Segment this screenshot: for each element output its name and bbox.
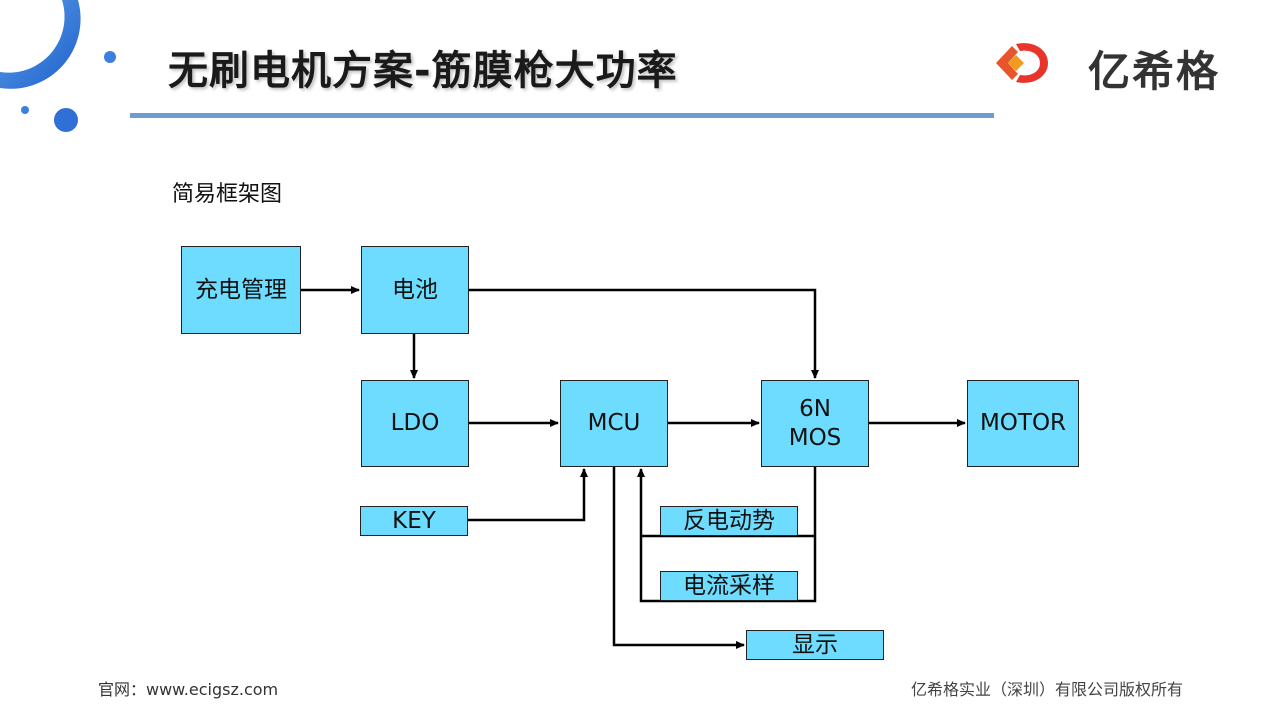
motor-label: MOTOR [979,410,1067,437]
ldo-label: LDO [390,410,440,437]
charge-management-label: 充电管理 [195,276,287,303]
display-block: 显示 [746,630,884,660]
mos-label-line2: MOS [788,424,842,451]
arrow-battery-to-mos [469,288,819,379]
battery-block: 电池 [361,246,469,334]
title-divider [130,113,994,118]
ldo-block: LDO [361,380,469,467]
display-label: 显示 [792,631,838,658]
back-emf-label: 反电动势 [683,507,775,534]
motor-block: MOTOR [967,380,1079,467]
mos-label-line1: 6N [799,395,831,422]
mos-block: 6N MOS [761,380,869,467]
current-sense-label: 电流采样 [683,572,775,599]
footer-website: 官网：www.ecigsz.com [98,680,279,699]
decorative-arc-icon [0,0,116,132]
footer-copyright: 亿希格实业（深圳）有限公司版权所有 [911,680,1184,699]
diagram-subtitle: 简易框架图 [172,182,283,207]
arrow-key-to-mcu [468,468,588,522]
brand-name: 亿希格 [1088,47,1221,96]
key-label: KEY [392,507,436,534]
key-block: KEY [360,506,468,536]
mcu-label: MCU [587,410,641,437]
current-sense-block: 电流采样 [660,571,798,601]
arrow-mcu-to-display [612,467,745,649]
charge-management-block: 充电管理 [181,246,301,334]
page-title: 无刷电机方案-筋膜枪大功率 [168,48,678,94]
back-emf-block: 反电动势 [660,506,798,536]
mcu-block: MCU [560,380,668,467]
battery-label: 电池 [392,276,438,303]
brand-logo-icon [996,43,1048,83]
